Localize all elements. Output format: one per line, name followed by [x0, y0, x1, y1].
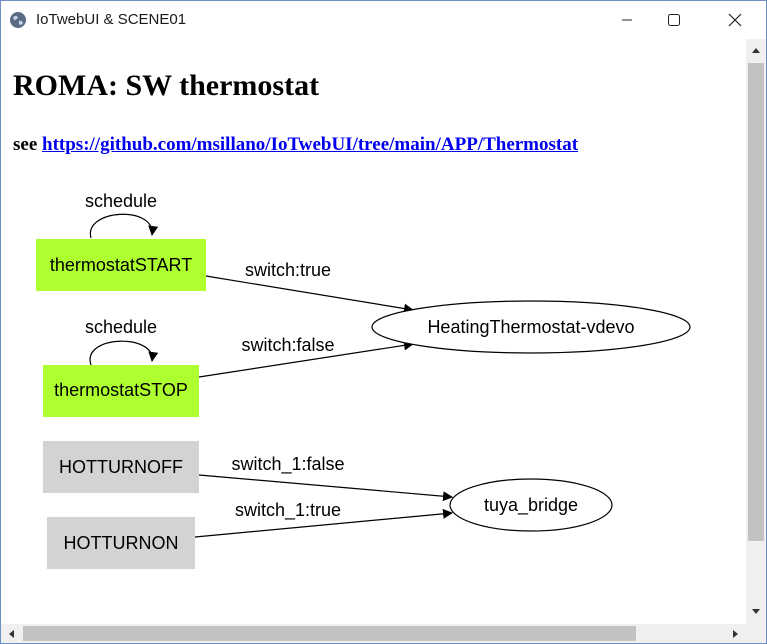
edge-label-on-to-tuya: switch_1:true	[235, 500, 341, 521]
see-label: see	[13, 134, 38, 155]
caret-right-icon	[733, 629, 738, 638]
close-icon	[728, 13, 742, 27]
close-button[interactable]	[712, 1, 758, 39]
node-thermostat-start[interactable]: thermostatSTART	[36, 239, 206, 291]
svg-text:thermostatSTART: thermostatSTART	[50, 255, 192, 275]
maximize-button[interactable]	[651, 1, 697, 39]
caret-up-icon	[752, 48, 760, 53]
svg-text:HOTTURNOFF: HOTTURNOFF	[59, 457, 183, 477]
vertical-scroll-thumb[interactable]	[748, 63, 764, 541]
edge-label-start-to-heating: switch:true	[245, 260, 331, 280]
scroll-right-button[interactable]	[726, 624, 746, 643]
svg-text:HeatingThermostat-vdevo: HeatingThermostat-vdevo	[427, 317, 634, 337]
edge-start-to-heating	[205, 275, 414, 314]
globe-icon	[10, 12, 26, 28]
maximize-icon	[668, 14, 680, 26]
edge-label-stop-self: schedule	[85, 317, 157, 337]
horizontal-scroll-thumb[interactable]	[23, 626, 636, 641]
node-tuya-bridge[interactable]: tuya_bridge	[449, 478, 613, 532]
edge-label-stop-to-heating: switch:false	[241, 335, 334, 355]
caret-down-icon	[752, 609, 760, 614]
edge-stop-to-heating	[198, 340, 414, 378]
page-heading: ROMA: SW thermostat	[13, 69, 320, 102]
edge-off-to-tuya	[198, 474, 453, 502]
node-thermostat-stop[interactable]: thermostatSTOP	[43, 365, 199, 417]
node-heating-vdevo[interactable]: HeatingThermostat-vdevo	[371, 300, 691, 354]
scrollbar-corner	[746, 624, 766, 643]
svg-text:tuya_bridge: tuya_bridge	[484, 495, 578, 516]
vertical-scrollbar[interactable]	[746, 39, 766, 624]
edge-label-off-to-tuya: switch_1:false	[231, 454, 344, 475]
page-content: ROMA: SW thermostat see https://github.c…	[1, 39, 746, 624]
edge-on-to-tuya	[194, 508, 453, 538]
edge-start-self	[89, 213, 159, 239]
caret-left-icon	[9, 629, 14, 638]
scroll-up-button[interactable]	[746, 39, 766, 61]
window-title: IoTwebUI & SCENE01	[36, 11, 187, 28]
minimize-button[interactable]	[604, 1, 650, 39]
minimize-icon	[622, 19, 632, 21]
see-line: see https://github.com/msillano/IoTwebUI…	[13, 134, 578, 156]
node-hotturnoff[interactable]: HOTTURNOFF	[43, 441, 199, 493]
scroll-left-button[interactable]	[1, 624, 21, 643]
edge-stop-self	[89, 340, 159, 366]
title-bar[interactable]: IoTwebUI & SCENE01	[1, 1, 766, 39]
scroll-down-button[interactable]	[746, 601, 766, 623]
svg-text:HOTTURNON: HOTTURNON	[64, 533, 179, 553]
scene-graph: schedule schedule switch:true switch:fal…	[36, 191, 691, 569]
node-hotturnon[interactable]: HOTTURNON	[47, 517, 195, 569]
svg-text:thermostatSTOP: thermostatSTOP	[54, 380, 188, 400]
edge-label-start-self: schedule	[85, 191, 157, 211]
horizontal-scrollbar[interactable]	[1, 624, 746, 643]
github-link[interactable]: https://github.com/msillano/IoTwebUI/tre…	[42, 134, 579, 155]
